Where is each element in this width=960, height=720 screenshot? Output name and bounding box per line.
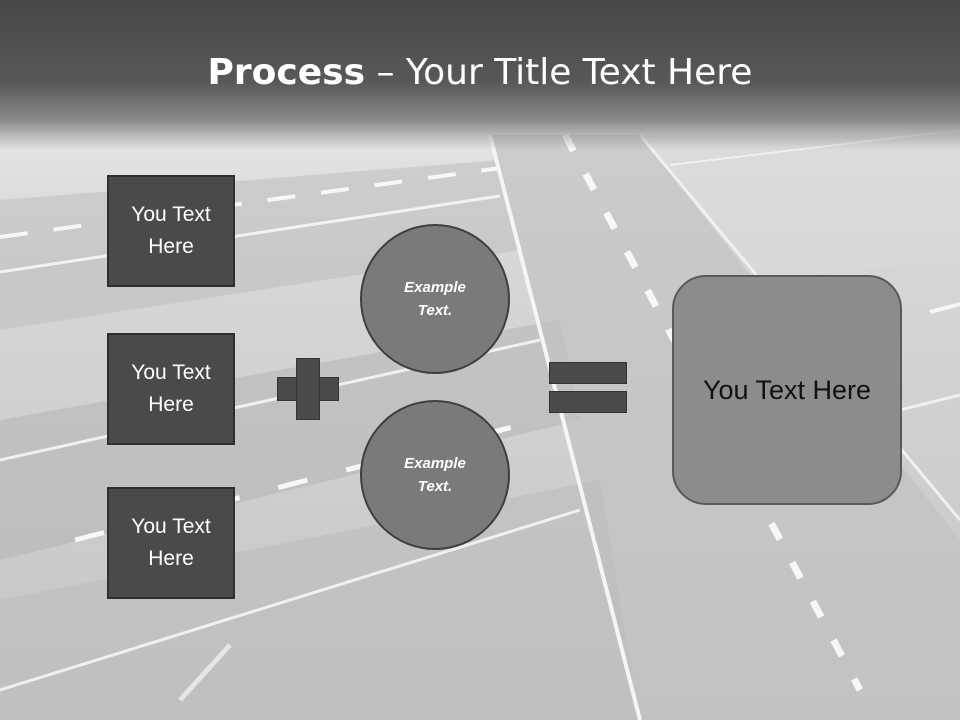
input-box-1: You Text Here — [107, 175, 235, 287]
input-box-2: You Text Here — [107, 333, 235, 445]
input-box-3: You Text Here — [107, 487, 235, 599]
input-box-2-label: You Text Here — [131, 361, 211, 416]
equals-icon-top-bar — [549, 362, 627, 384]
example-circle-2-label: Example Text. — [404, 455, 466, 495]
slide-title: Process – Your Title Text Here — [0, 52, 960, 93]
example-circle-1: Example Text. — [360, 224, 510, 374]
equals-icon-bottom-bar — [549, 391, 627, 413]
title-bar — [0, 0, 960, 150]
example-circle-1-label: Example Text. — [404, 279, 466, 319]
title-rest: – Your Title Text Here — [365, 52, 753, 93]
plus-icon-vertical — [296, 358, 320, 420]
result-box-label: You Text Here — [702, 374, 872, 405]
result-box: You Text Here — [672, 275, 902, 505]
title-bold: Process — [207, 52, 366, 93]
input-box-1-label: You Text Here — [131, 203, 211, 258]
example-circle-2: Example Text. — [360, 400, 510, 550]
input-box-3-label: You Text Here — [131, 515, 211, 570]
